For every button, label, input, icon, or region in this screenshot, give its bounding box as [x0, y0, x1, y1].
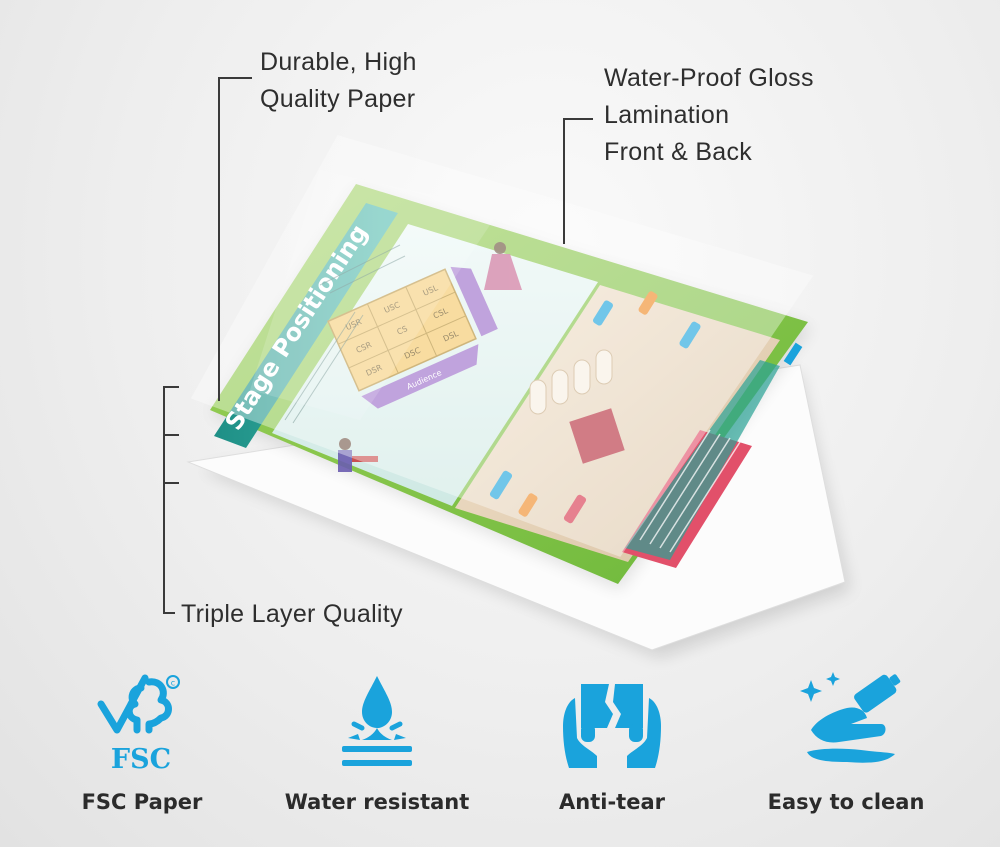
callout-paper: Durable, High Quality Paper [260, 44, 417, 118]
layers-bracket-v [163, 386, 165, 614]
info-box-teal [625, 360, 780, 560]
actor-figure-left [338, 438, 378, 472]
layers-bracket-tick-3 [163, 482, 179, 484]
grid-cell-cs: CS [395, 324, 408, 337]
feature-antitear: Anti-tear [512, 668, 712, 814]
svg-text:c: c [171, 679, 175, 688]
feature-fsc-label: FSC Paper [81, 790, 203, 814]
callout-lamination: Water-Proof Gloss Lamination Front & Bac… [604, 60, 814, 171]
callout-paper-leader-h [218, 77, 252, 79]
audience-wing-bottom [361, 344, 479, 409]
callout-lamination-line-2: Lamination [604, 101, 730, 129]
poster-sheet: Stage Positioning USR USC USL CSR CS CSL… [210, 184, 812, 590]
feature-clean-label: Easy to clean [767, 790, 925, 814]
water-drop-icon [277, 668, 477, 778]
feature-antitear-label: Anti-tear [559, 790, 665, 814]
layers-bracket-tick-1 [163, 386, 179, 388]
callout-paper-line-1: Durable, High [260, 48, 417, 76]
actor-figure-top [484, 242, 522, 290]
audience-wing-right [450, 266, 498, 337]
callout-lamination-leader-v [563, 118, 565, 244]
feature-clean: Easy to clean [746, 668, 946, 814]
callout-layers: Triple Layer Quality [181, 596, 403, 633]
stage-grid: USR USC USL CSR CS CSL DSR DSC DSL Audie… [327, 266, 498, 409]
layers-bracket-tick-2 [163, 434, 179, 436]
callout-layers-line: Triple Layer Quality [181, 600, 403, 628]
feature-fsc: c FSC FSC Paper [42, 668, 242, 814]
torn-paper-hands-icon [512, 668, 712, 778]
feature-water: Water resistant [277, 668, 477, 814]
fsc-tree-icon: c FSC [42, 668, 242, 778]
poster-text-lines [639, 429, 741, 553]
poster-title-strip [214, 203, 398, 448]
stage-arches [529, 349, 613, 415]
callout-lamination-line-1: Water-Proof Gloss [604, 64, 814, 92]
cleaning-hand-icon [746, 668, 946, 778]
position-tags [489, 291, 701, 524]
stage-red-curtain [569, 408, 625, 464]
svg-text:FSC: FSC [111, 744, 171, 775]
callout-lamination-line-3: Front & Back [604, 138, 753, 166]
lamination-layer [190, 135, 814, 557]
callout-lamination-leader-h [563, 118, 593, 120]
poster-brand-logo [783, 342, 803, 366]
poster-left-text [284, 244, 406, 424]
poster-right-panel [455, 285, 780, 562]
callout-paper-line-2: Quality Paper [260, 85, 416, 113]
feature-water-label: Water resistant [284, 790, 470, 814]
lamination-gloss [250, 170, 500, 420]
layers-bracket-tick-4 [163, 612, 175, 614]
callout-paper-leader-v [218, 77, 220, 401]
